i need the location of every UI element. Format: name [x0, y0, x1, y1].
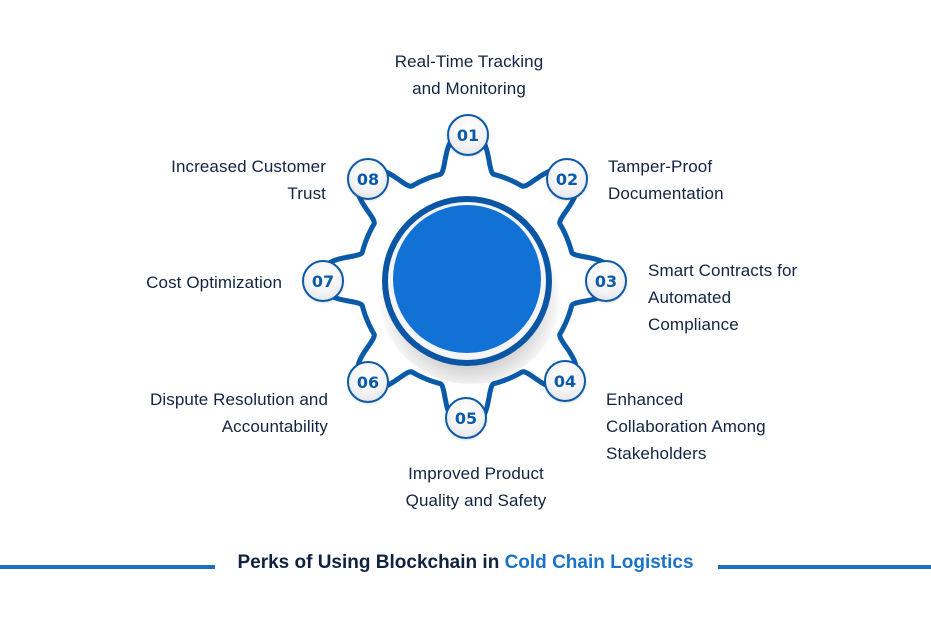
badge-06: 06: [347, 361, 389, 403]
label-06-line-2: Accountability: [221, 417, 328, 436]
label-04-line-2: Collaboration Among: [606, 417, 766, 436]
footer-title-prefix: Perks of Using Blockchain in: [237, 552, 505, 573]
label-02-line-1: Tamper-Proof: [608, 157, 713, 176]
badge-02: 02: [546, 158, 588, 200]
label-01-line-2: and Monitoring: [412, 79, 526, 98]
label-03-line-2: Automated: [648, 288, 732, 307]
label-07: Cost Optimization: [80, 269, 282, 296]
badge-05: 05: [445, 397, 487, 439]
label-04-line-1: Enhanced: [606, 390, 684, 409]
label-01-line-1: Real-Time Tracking: [394, 52, 544, 71]
label-03-line-1: Smart Contracts for: [648, 261, 798, 280]
label-01: Real-Time Tracking and Monitoring: [376, 48, 562, 102]
label-08: Increased Customer Trust: [100, 153, 326, 207]
label-05-line-1: Improved Product: [408, 464, 544, 483]
label-06: Dispute Resolution and Accountability: [90, 386, 328, 440]
badge-04: 04: [544, 360, 586, 402]
label-02: Tamper-Proof Documentation: [608, 153, 724, 207]
badge-01: 01: [447, 114, 489, 156]
label-08-line-1: Increased Customer: [171, 157, 326, 176]
label-03-line-3: Compliance: [648, 315, 739, 334]
label-04: Enhanced Collaboration Among Stakeholder…: [606, 386, 766, 467]
label-04-line-3: Stakeholders: [606, 444, 707, 463]
label-05: Improved Product Quality and Safety: [376, 460, 576, 514]
footer-title-accent: Cold Chain Logistics: [504, 552, 694, 573]
footer-line-right: [718, 565, 931, 569]
label-02-line-2: Documentation: [608, 184, 724, 203]
label-06-line-1: Dispute Resolution and: [150, 390, 328, 409]
badge-08: 08: [347, 158, 389, 200]
label-05-line-2: Quality and Safety: [405, 491, 547, 510]
label-03: Smart Contracts for Automated Compliance: [648, 257, 797, 338]
badge-03: 03: [585, 260, 627, 302]
badge-07: 07: [302, 260, 344, 302]
hub-center: [393, 205, 541, 353]
label-07-line-1: Cost Optimization: [146, 273, 282, 292]
label-08-line-2: Trust: [287, 184, 326, 203]
footer-line-left: [0, 565, 215, 569]
footer-title: Perks of Using Blockchain in Cold Chain …: [0, 552, 931, 574]
